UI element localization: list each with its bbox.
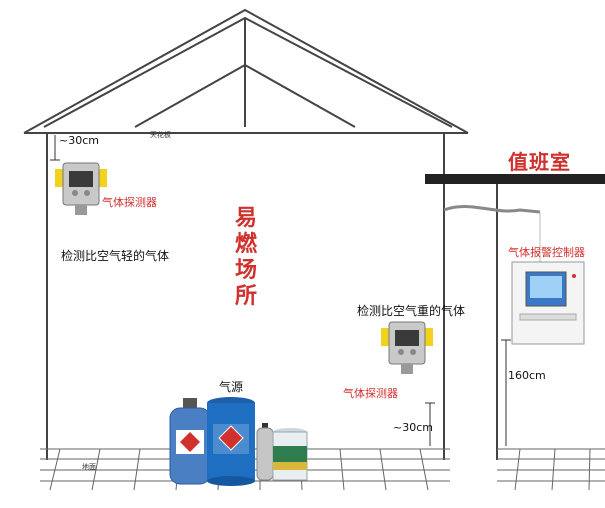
height-top-label: ~30cm	[59, 134, 99, 147]
height-mark-bottom	[425, 402, 435, 446]
gas-cylinder-small	[256, 423, 274, 481]
truss-right	[244, 64, 356, 128]
gas-cylinder	[169, 398, 211, 485]
cable	[443, 205, 541, 214]
height-bottom-label: ~30cm	[393, 421, 433, 434]
duty-room-title: 值班室	[508, 150, 571, 174]
gas-detector-left	[55, 162, 107, 215]
light-gas-label: 检测比空气轻的气体	[61, 249, 170, 263]
duty-room-ceiling	[425, 174, 605, 184]
gas-can	[272, 428, 308, 481]
detector-left-label: 气体探测器	[102, 196, 157, 209]
roof-outline	[23, 8, 469, 134]
duty-room-floor-grid	[497, 448, 605, 491]
height-mark-controller	[501, 339, 511, 446]
height-mark-top	[50, 135, 60, 161]
gas-detector-right	[381, 321, 433, 374]
heavy-gas-label: 检测比空气重的气体	[357, 304, 466, 318]
controller-label: 气体报警控制器	[508, 246, 585, 259]
flammable-zone-title: 易燃场所	[234, 206, 257, 309]
truss-left	[134, 64, 246, 128]
ceiling-label: 天花板	[150, 131, 171, 139]
gas-drum	[207, 397, 255, 486]
alarm-controller	[511, 261, 585, 345]
height-controller-label: 160cm	[508, 369, 546, 382]
roof-inner	[43, 16, 453, 128]
gas-source-label: 气源	[219, 380, 244, 394]
detector-right-label: 气体探测器	[343, 387, 398, 400]
floor-label: 地面	[82, 463, 96, 471]
